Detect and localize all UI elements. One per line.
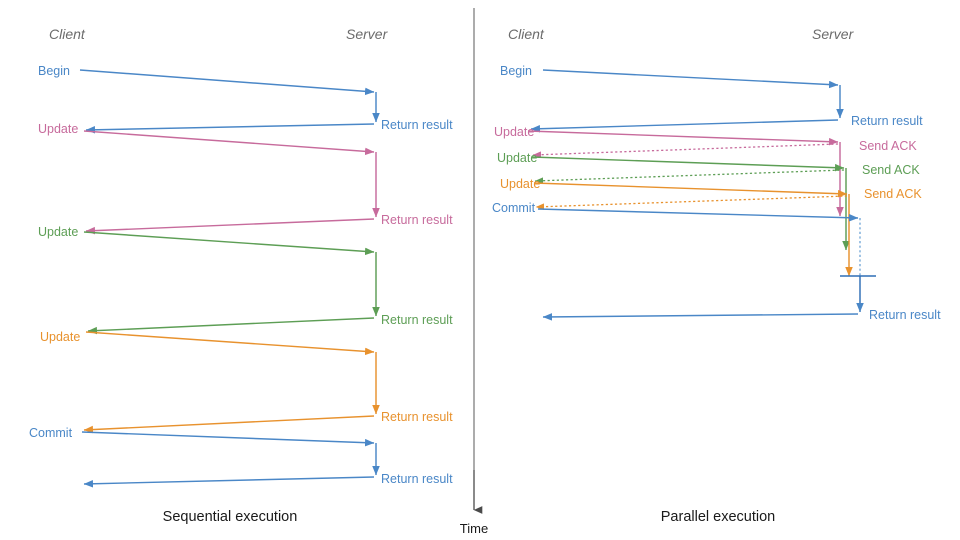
label-par-ack-1: Send ACK: [859, 139, 917, 153]
flow-seq-update-3: [85, 331, 375, 356]
label-par-ack-2: Send ACK: [862, 163, 920, 177]
label-seq-return-1: Return result: [381, 118, 453, 132]
flow-par-return-2: [542, 313, 859, 321]
flow-par-commit: [537, 208, 859, 222]
flow-par-return-1: [530, 119, 839, 133]
label-par-commit: Commit: [492, 201, 536, 215]
label-seq-update-3: Update: [40, 330, 80, 344]
flow-seq-return-2: [85, 218, 375, 235]
lane-title-client-left: Client: [49, 26, 86, 42]
label-par-return-2: Return result: [869, 308, 941, 322]
label-seq-update-1: Update: [38, 122, 78, 136]
flow-par-begin: [542, 69, 839, 89]
flow-par-update-1: [527, 130, 839, 146]
label-par-begin: Begin: [500, 64, 532, 78]
flow-seq-return-3: [87, 317, 375, 335]
caption-parallel: Parallel execution: [661, 509, 775, 525]
label-par-update-1: Update: [494, 125, 534, 139]
flow-par-update-3: [533, 182, 848, 198]
lane-title-server-right: Server: [812, 26, 855, 42]
flow-seq-update-2: [83, 231, 375, 256]
panel-sequential-flows: [79, 69, 380, 488]
flow-par-update-2: [531, 156, 845, 172]
label-seq-update-2: Update: [38, 225, 78, 239]
flow-par-ack-2: [534, 169, 845, 185]
label-par-update-2: Update: [497, 151, 537, 165]
time-axis-label: Time: [460, 521, 488, 536]
flow-seq-return-1: [85, 123, 375, 134]
label-seq-return-4: Return result: [381, 410, 453, 424]
label-par-update-3: Update: [500, 177, 540, 191]
flow-seq-update-1: [83, 130, 375, 156]
flow-par-ack-3: [535, 195, 848, 211]
flow-seq-return-5: [83, 476, 375, 488]
flow-seq-return-4: [83, 415, 375, 434]
flow-seq-begin: [79, 69, 375, 96]
lane-title-server-left: Server: [346, 26, 389, 42]
flow-seq-commit: [81, 431, 375, 447]
label-seq-return-3: Return result: [381, 313, 453, 327]
flow-par-ack-1: [532, 143, 839, 159]
label-par-return-1: Return result: [851, 114, 923, 128]
label-seq-return-2: Return result: [381, 213, 453, 227]
lane-title-client-right: Client: [508, 26, 545, 42]
caption-sequential: Sequential execution: [163, 509, 298, 525]
label-par-ack-3: Send ACK: [864, 187, 922, 201]
label-seq-return-5: Return result: [381, 472, 453, 486]
label-seq-begin: Begin: [38, 64, 70, 78]
label-seq-commit: Commit: [29, 426, 73, 440]
panel-parallel-flows: [527, 69, 876, 321]
